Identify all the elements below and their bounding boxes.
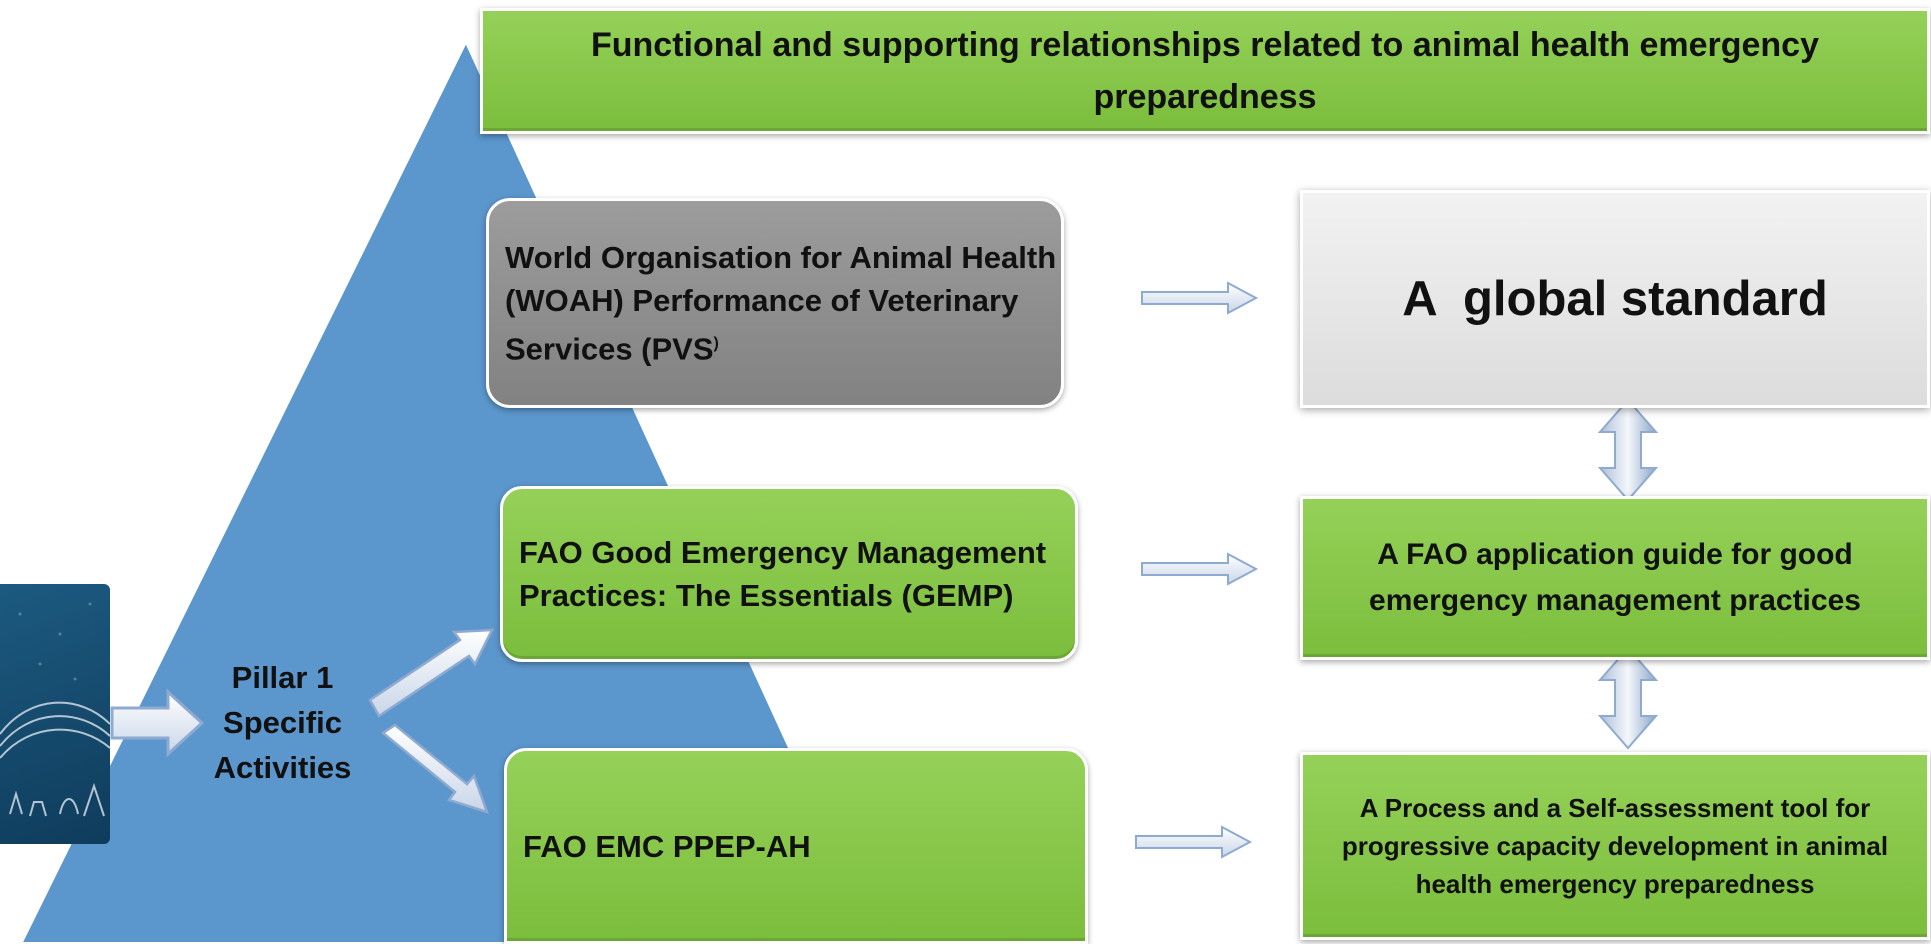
diagonal-arrow-icon [368, 628, 495, 718]
thumbnail-image [0, 584, 110, 844]
self-assessment-label: A Process and a Self-assessment tool for… [1341, 793, 1889, 899]
right-arrow-icon [1135, 825, 1253, 859]
application-guide-label: A FAO application guide for good emergen… [1369, 538, 1861, 617]
gemp-box: FAO Good Emergency Management Practices:… [500, 486, 1078, 662]
gemp-label: FAO Good Emergency Management Practices:… [519, 535, 1047, 613]
double-arrow-icon [1597, 646, 1659, 750]
emc-ppep-ah-label: FAO EMC PPEP-AH [523, 828, 811, 864]
self-assessment-box: A Process and a Self-assessment tool for… [1300, 752, 1930, 940]
pillar-line-3: Activities [213, 750, 352, 785]
right-arrow-icon [1141, 552, 1259, 586]
pillar-line-2: Specific [223, 705, 342, 740]
right-arrow-icon [110, 688, 205, 758]
diagram-title: Functional and supporting relationships … [591, 26, 1819, 116]
application-guide-box: A FAO application guide for good emergen… [1300, 496, 1930, 660]
global-standard-label: A global standard [1402, 272, 1828, 326]
woah-pvs-label: World Organisation for Animal Health (WO… [505, 239, 1057, 367]
emc-ppep-ah-box: FAO EMC PPEP-AH [504, 748, 1088, 944]
woah-pvs-box: World Organisation for Animal Health (WO… [486, 198, 1064, 408]
double-arrow-icon [1597, 398, 1659, 502]
title-banner: Functional and supporting relationships … [480, 8, 1930, 134]
right-arrow-icon [1141, 281, 1259, 315]
diagonal-arrow-icon [380, 723, 490, 814]
global-standard-box: A global standard [1300, 190, 1930, 408]
pillar-line-1: Pillar 1 [231, 660, 334, 695]
pillar-label: Pillar 1 Specific Activities [190, 655, 375, 790]
